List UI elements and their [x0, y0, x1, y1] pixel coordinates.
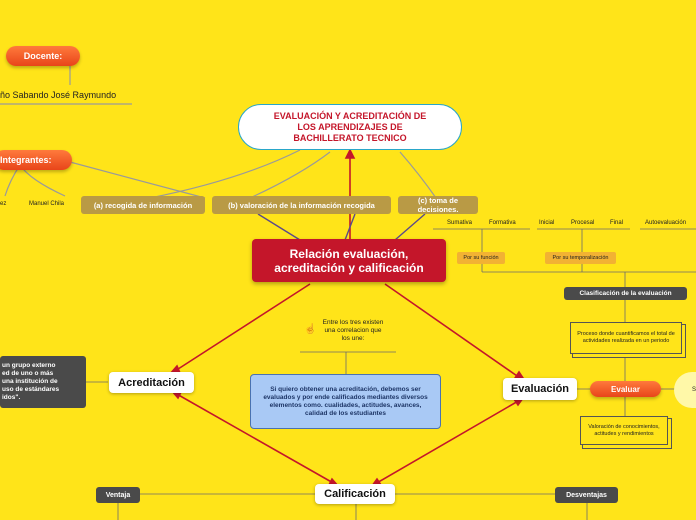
summary-box[interactable]: Si quiero obtener una acreditación, debe… — [250, 374, 441, 429]
evaluar-node[interactable]: Evaluar — [590, 381, 661, 397]
formativa-label[interactable]: Formativa — [489, 220, 516, 226]
central-topic[interactable]: Relación evaluación, acreditación y cali… — [252, 239, 446, 282]
evaluacion-description[interactable]: Proceso donde cuantificamos el total de … — [570, 322, 682, 354]
integrante-item: ez — [0, 201, 7, 207]
clasificacion-header[interactable]: Clasificación de la evaluación — [564, 287, 687, 300]
por-funcion[interactable]: Por su función — [457, 252, 505, 264]
inicial-label[interactable]: Inicial — [539, 220, 555, 226]
integrantes-label[interactable]: Integrantes: — [0, 150, 72, 170]
autoevaluacion-label[interactable]: Autoevaluación — [645, 220, 687, 226]
ventaja-node[interactable]: Ventaja — [96, 487, 140, 503]
integrante-item: Manuel Chila — [29, 201, 65, 207]
valoracion-box[interactable]: Valoración de conocimientos, actitudes y… — [580, 416, 668, 445]
desventajas-node[interactable]: Desventajas — [555, 487, 618, 503]
evaluar-subnode[interactable]: S — [674, 372, 696, 408]
calificacion-node[interactable]: Calificación — [315, 484, 395, 504]
final-label[interactable]: Final — [610, 220, 624, 226]
intro-text: Entre los tres existen una correlacion q… — [322, 319, 384, 342]
docente-label[interactable]: Docente: — [6, 46, 80, 66]
evaluacion-node[interactable]: Evaluación — [503, 378, 577, 400]
sumativa-label[interactable]: Sumativa — [447, 220, 473, 226]
step-decisiones[interactable]: (c) toma de decisiones. — [398, 196, 478, 214]
acreditacion-node[interactable]: Acreditación — [109, 372, 194, 393]
step-valoracion[interactable]: (b) valoración de la información recogid… — [212, 196, 391, 214]
thumb-icon: ☝ — [304, 324, 317, 335]
step-recogida[interactable]: (a) recogida de información — [81, 196, 205, 214]
procesal-label[interactable]: Procesal — [571, 220, 595, 226]
acreditacion-definition[interactable]: un grupo externo ed de uno o más una ins… — [0, 356, 86, 408]
por-temporalizacion[interactable]: Por su temporalización — [545, 252, 616, 264]
map-title[interactable]: EVALUACIÓN Y ACREDITACIÓN DE LOS APRENDI… — [238, 104, 462, 150]
docente-name: ño Sabando José Raymundo — [0, 90, 117, 100]
